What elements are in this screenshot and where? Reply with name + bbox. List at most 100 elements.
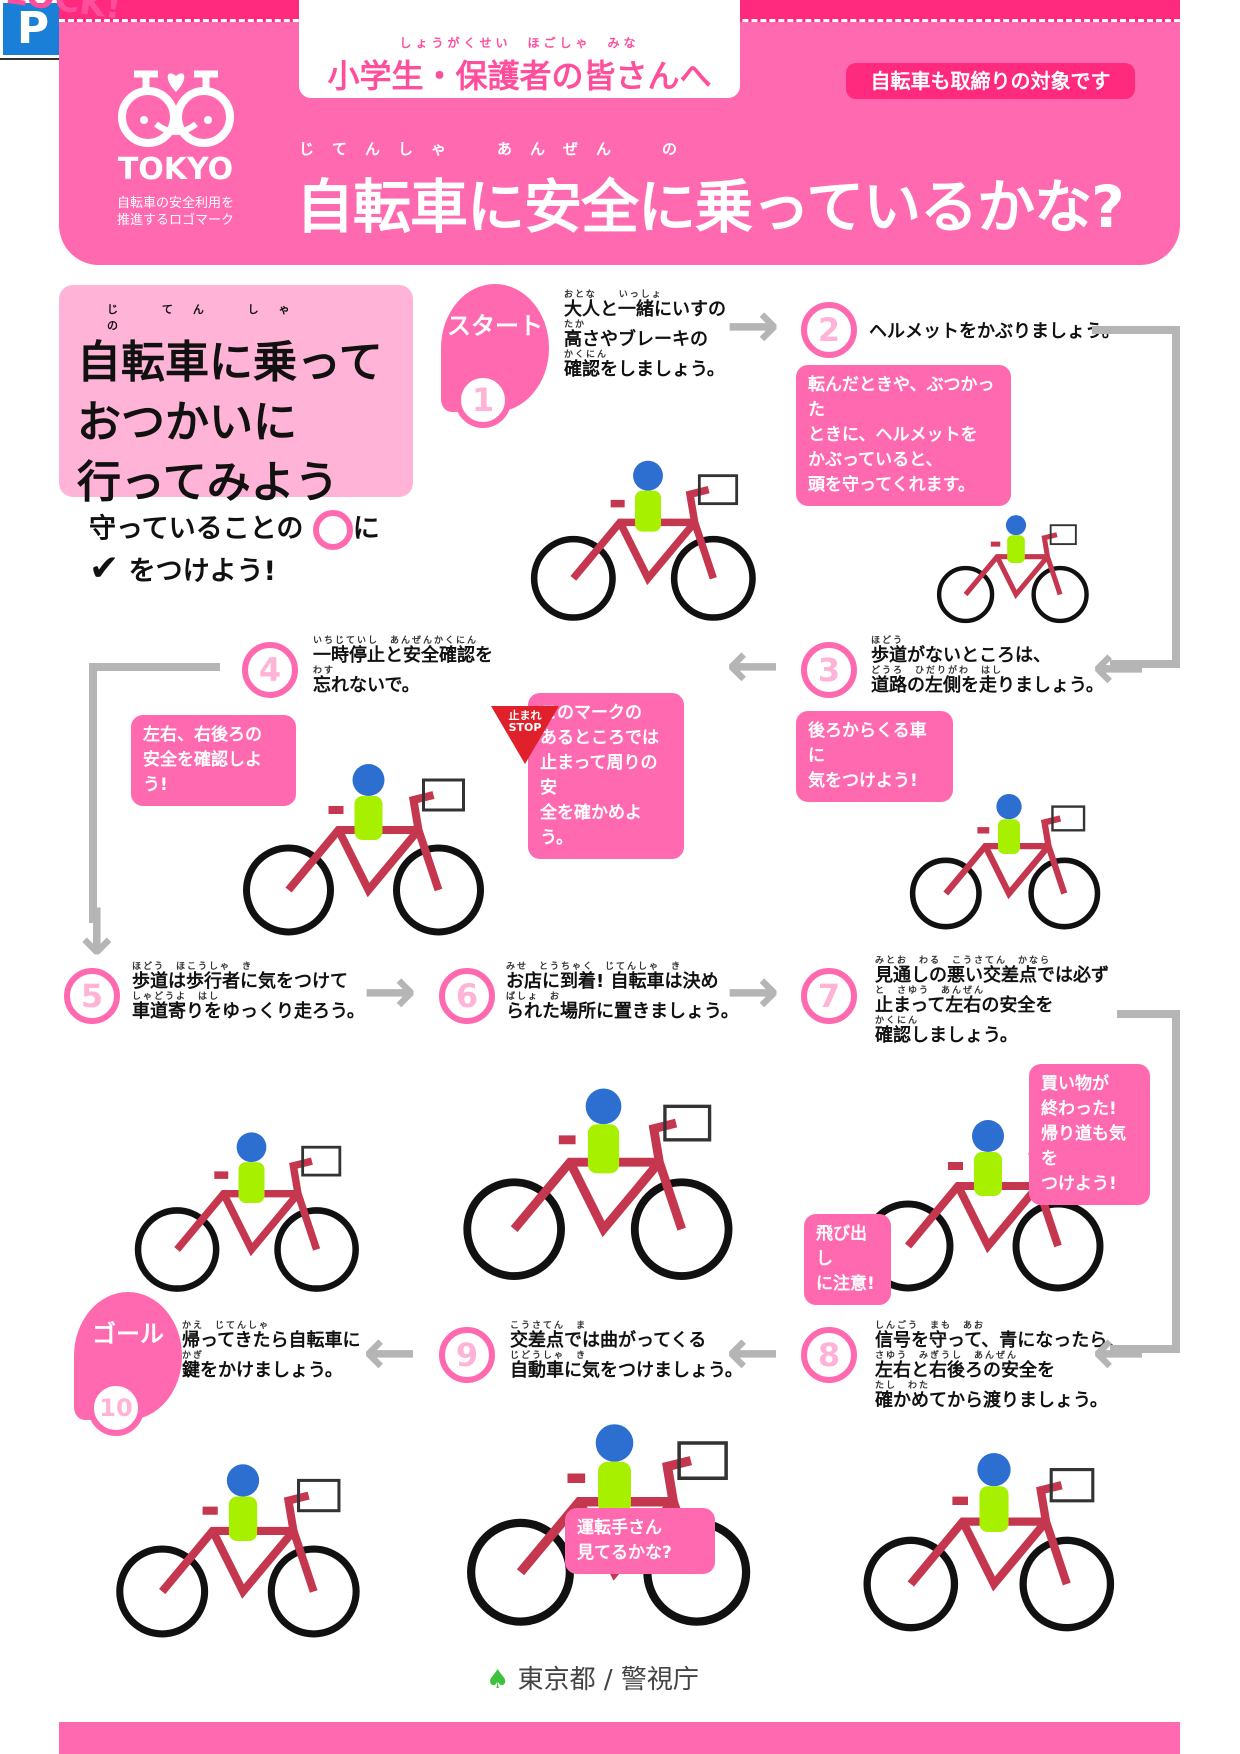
step-8-line: 左右と右後ろの安全を [875,1360,1055,1381]
step-4-speech-bubble: このマークのあるところでは止まって周りの安全を確かめよう。 [528,693,684,859]
step-7-number: 7 [801,968,857,1024]
step-5-line: 車道寄りをゆっくり走ろう。 [132,1001,365,1022]
step-6-furigana: ばしょ お [506,992,562,1002]
title-furigana: じてんしゃ あんぜん の [299,140,696,158]
gray-arrow-icon: ↓ [70,896,124,970]
intro-line-2: おつかいに [77,397,297,448]
parking-sign: P [0,0,68,60]
step-8-instruction: しんごう まも あお信号を守って、青になったら、さゆう みぎうし あんぜん左右と… [875,1321,1125,1411]
step-8-furigana: しんごう まも あお [875,1321,986,1331]
gray-arrow-icon: ← [726,629,780,703]
check-text-2: をつけよう! [128,556,276,587]
stop-sign-icon: 止まれ STOP [491,706,559,764]
connector-line [1172,1010,1180,1352]
connector-line [89,663,220,671]
checklist-instruction: 守っていることの に ✔ をつけよう! [89,510,380,591]
step-7-instruction: みとお わる こうさてん かなら見通しの悪い交差点では必ずと さゆう あんぜん止… [875,956,1109,1046]
speech-bubble-line: 全を確かめよう。 [540,803,642,848]
check-text-1a: 守っていることの [89,513,304,545]
step-3-furigana: ほどう [871,636,905,646]
page-title: 自転車に安全に乗っているかな? [296,173,1125,241]
connector-line [1110,660,1180,668]
footer-text: 東京都 / 警視庁 [517,1665,699,1695]
step-4-furigana: わす [313,666,336,676]
step-7-speech-bubble: 買い物が終わった!帰り道も気をつけよう! [1029,1064,1150,1205]
step-1-line: 大人と一緒にいすの [564,299,726,320]
speech-bubble-line: 見てるかな? [577,1543,672,1563]
speech-bubble-line: あるところでは [540,728,659,748]
speech-bubble-line: 転んだときや、ぶつかった [808,375,995,420]
enforcement-badge: 自転車も取締りの対象です [846,63,1135,99]
step-9-furigana: こうさてん ま [510,1321,588,1331]
step-1-number: 1 [455,372,511,428]
gray-arrow-icon: ← [1092,1316,1146,1390]
step-2-instruction: ヘルメットをかぶりましょう。 [869,312,1120,342]
step-3-speech-bubble: 後ろからくる車に気をつけよう! [796,711,953,802]
step-10-furigana: かぎ [182,1351,205,1361]
check-text-1b: に [352,513,380,545]
step-8-illustration [838,1413,1150,1636]
step-2-speech-bubble: 転んだときや、ぶつかったときに、ヘルメットをかぶっていると、頭を守ってくれます。 [796,365,1011,506]
step-6-instruction: みせ とうちゃく じてんしゃ きお店に到着! 自転車は決めばしょ おられた場所に… [506,962,739,1022]
step-2-number: 2 [801,302,857,358]
step-5-instruction: ほどう ほこうしゃ き歩道は歩行者に気をつけてしゃどうよ はし車道寄りをゆっくり… [132,962,365,1022]
step-4-speech-bubble: 左右、右後ろの安全を確認しよう! [131,715,296,806]
logo-caption-2: 推進するロゴマーク [116,213,234,228]
step-7-furigana: みとお わる こうさてん かなら [875,956,1052,966]
speech-bubble-line: ときに、ヘルメットを [808,425,978,445]
step-3-number: 3 [801,642,857,698]
step-7-line: 確認しましょう。 [875,1025,1018,1046]
intro-box: じ てん しゃ の 自転車に乗って おつかいに 行ってみよう [59,285,413,508]
step-10-illustration [84,1440,402,1642]
step-7-line: 見通しの悪い交差点では必ず [875,965,1109,986]
speech-bubble-line: かぶっていると、 [808,450,943,470]
intro-line-3: 行ってみよう [77,457,339,508]
step-1-illustration [508,395,788,625]
step-8-furigana: たし わた [875,1381,931,1391]
step-3-line: 道路の左側を走りましょう。 [871,675,1104,696]
step-8-line: 信号を守って、青になったら、 [875,1330,1126,1351]
step-6-furigana: みせ とうちゃく じてんしゃ き [506,962,683,972]
step-1-furigana: たか [564,320,587,330]
step-1-line: 高さやブレーキの [564,329,708,350]
speech-bubble-line: 飛び出し [816,1224,867,1269]
step-10-line: 帰ってきたら自転車に [182,1330,361,1351]
speech-bubble-line: 終わった! [1041,1099,1117,1119]
step-5-furigana: しゃどうよ はし [132,992,221,1002]
gray-arrow-icon: ← [1092,631,1146,705]
speech-bubble-line: このマークの [540,703,642,723]
step-6-number: 6 [439,968,495,1024]
step-2-line: ヘルメットをかぶりましょう。 [869,321,1120,342]
step-4-illustration [212,740,525,940]
connector-line [1110,1345,1180,1353]
gray-arrow-icon: ← [363,1316,417,1390]
speech-bubble-line: に注意! [816,1274,875,1294]
stop-sign-text: 止まれ STOP [508,709,542,734]
speech-bubble-line: 運転手さん [577,1518,662,1538]
gray-arrow-icon: → [726,289,780,363]
step-4-line: 一時停止と安全確認を [313,645,493,666]
checkmark-icon: ✔ [89,548,120,589]
speech-bubble-line: 気をつけよう! [808,771,918,791]
gray-arrow-icon: → [363,955,417,1029]
audience-tab: しょうがくせい ほごしゃ みな 小学生・保護者の皆さんへ [299,0,740,98]
step-1-furigana: かくにん [564,350,609,360]
step-7-speech-bubble: 飛び出しに注意! [804,1214,891,1305]
step-5-number: 5 [64,968,120,1024]
step-9-line: 自動車に気をつけましょう。 [510,1360,743,1381]
gray-arrow-icon: → [726,955,780,1029]
connector-line [89,663,97,923]
step-9-number: 9 [439,1327,495,1383]
intro-furigana: じ てん しゃ の [107,303,372,332]
step-10-line: 鍵をかけましょう。 [182,1360,343,1381]
bicycle-heart-icon [117,70,234,147]
step-6-line: お店に到着! 自転車は決め [506,971,719,992]
step-9-furigana: じどうしゃ き [510,1351,588,1361]
step-6-illustration [436,1044,771,1285]
step-7-furigana: と さゆう あんぜん [875,986,986,996]
speech-bubble-line: 頭を守ってくれます。 [808,475,975,495]
step-10-balloon-label: ゴール [92,1320,164,1348]
step-5-line: 歩道は歩行者に気をつけて [132,971,348,992]
step-2-illustration [882,500,1150,626]
